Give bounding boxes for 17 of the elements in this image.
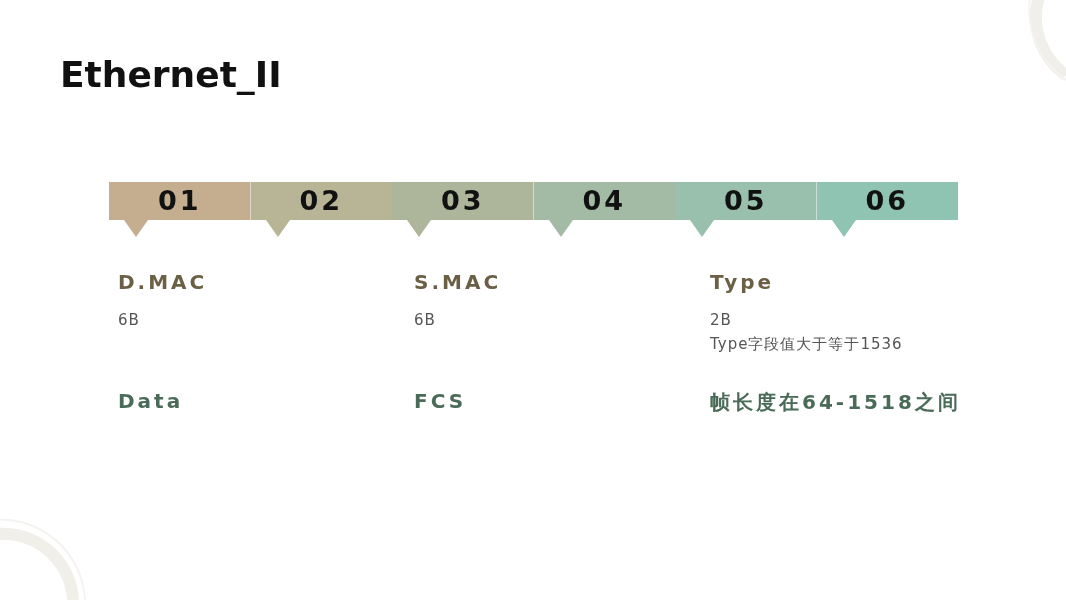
numbered-segment: 05 <box>675 182 817 237</box>
field-heading: 帧长度在64-1518之间 <box>710 389 961 416</box>
field-heading: Data <box>118 389 184 413</box>
field-description: 6B <box>118 311 140 329</box>
numbered-segment: 02 <box>250 182 392 237</box>
field-description: Type字段值大于等于1536 <box>710 335 903 354</box>
field-heading: Type <box>710 270 775 294</box>
field-heading: D.MAC <box>118 270 208 294</box>
slide-title: Ethernet_II <box>60 54 282 95</box>
numbered-segment: 03 <box>392 182 534 237</box>
field-description: 2B <box>710 311 732 329</box>
field-description: 6B <box>414 311 436 329</box>
field-heading: FCS <box>414 389 467 413</box>
numbered-segment: 01 <box>109 182 251 237</box>
numbered-segment: 04 <box>533 182 675 237</box>
numbered-segment: 06 <box>816 182 958 237</box>
field-heading: S.MAC <box>414 270 502 294</box>
